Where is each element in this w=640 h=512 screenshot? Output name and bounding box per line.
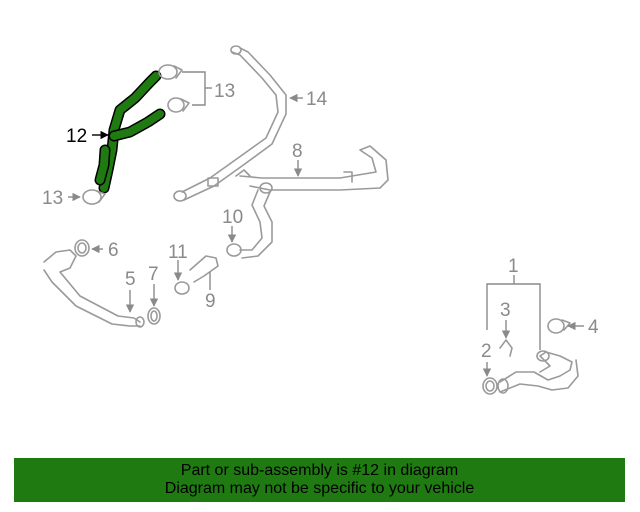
parts-diagram: 13 12 13 14 8 10 11 9 6 5 7 1 3 2 4 <box>42 45 599 395</box>
part-14-pipe <box>173 45 287 202</box>
clamp-13-lower <box>82 189 106 205</box>
callout-10: 10 <box>222 207 243 228</box>
part-12-hose[interactable] <box>94 70 166 194</box>
callout-1: 1 <box>508 256 519 277</box>
part-8-pipe <box>235 145 389 194</box>
callout-12: 12 <box>66 126 87 147</box>
callout-8: 8 <box>292 141 303 162</box>
part-9-hose <box>174 255 219 295</box>
callout-3: 3 <box>500 300 511 321</box>
callout-5: 5 <box>125 269 136 290</box>
leader-13-upper <box>182 71 206 106</box>
callout-13-upper: 13 <box>214 81 235 102</box>
callout-14: 14 <box>306 89 328 110</box>
callout-4: 4 <box>588 317 599 338</box>
part-1-assembly <box>497 350 579 394</box>
part-3-clip <box>499 339 513 357</box>
banner-line-2: Diagram may not be specific to your vehi… <box>164 480 475 497</box>
part-7-oring <box>147 307 161 325</box>
part-10-hose <box>226 189 273 259</box>
info-banner: Part or sub-assembly is #12 in diagram D… <box>14 458 625 502</box>
callout-11: 11 <box>168 242 188 263</box>
part-6-oring <box>74 239 90 257</box>
part-4-clamp <box>547 318 571 334</box>
clamp-13-upper <box>158 64 190 113</box>
part-5-hose <box>43 249 145 328</box>
callout-7: 7 <box>148 264 159 285</box>
callout-2: 2 <box>481 341 492 362</box>
banner-line-1: Part or sub-assembly is #12 in diagram <box>180 462 459 479</box>
part-2-oring <box>482 377 498 395</box>
callout-13-lower: 13 <box>42 188 63 209</box>
callout-6: 6 <box>108 240 119 261</box>
callout-9: 9 <box>205 291 216 312</box>
leader-1 <box>486 283 541 350</box>
